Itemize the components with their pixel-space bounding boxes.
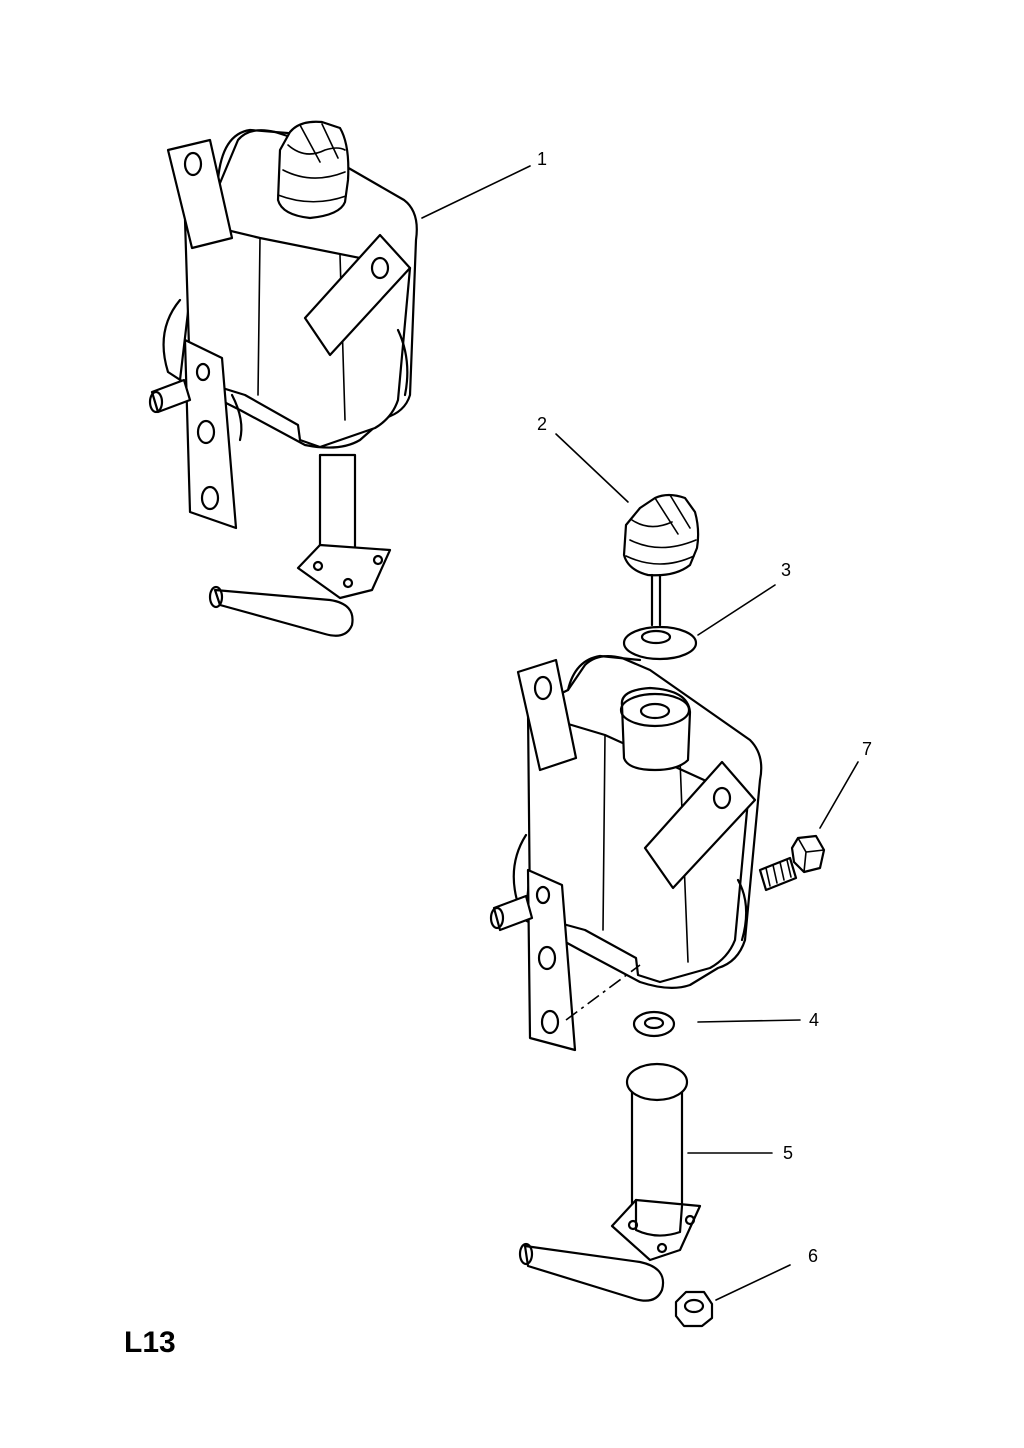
assembly-elbow-pipe [213, 588, 354, 637]
reservoir-exploded [489, 654, 763, 1052]
diagram-code: L13 [124, 1326, 176, 1359]
assembly-bracket-right [303, 233, 412, 357]
callout-4: 4 [809, 1010, 819, 1030]
seal-part [622, 625, 698, 661]
cap-part [622, 493, 700, 627]
pump-part [518, 1062, 702, 1302]
callout-3: 3 [781, 560, 791, 580]
assembly-bracket-top [166, 138, 234, 250]
bracket-top [516, 658, 578, 772]
nut-part [674, 1290, 714, 1328]
assembly-cap [276, 120, 350, 220]
assembly-pump-flange [296, 543, 392, 600]
bracket-front [526, 868, 577, 1052]
bracket-right [643, 760, 757, 890]
leader-lines [421, 165, 859, 1301]
callout-5: 5 [783, 1143, 793, 1163]
callout-6: 6 [808, 1246, 818, 1266]
bolt-part [758, 834, 826, 892]
callout-1: 1 [537, 149, 547, 169]
callout-2: 2 [537, 414, 547, 434]
filler-neck [620, 686, 692, 772]
assembly-pump-tube [318, 453, 357, 557]
assembly-bracket-front [183, 338, 238, 530]
washer-part [632, 1010, 676, 1038]
callout-7: 7 [862, 739, 872, 759]
reservoir-assembly [148, 120, 418, 637]
